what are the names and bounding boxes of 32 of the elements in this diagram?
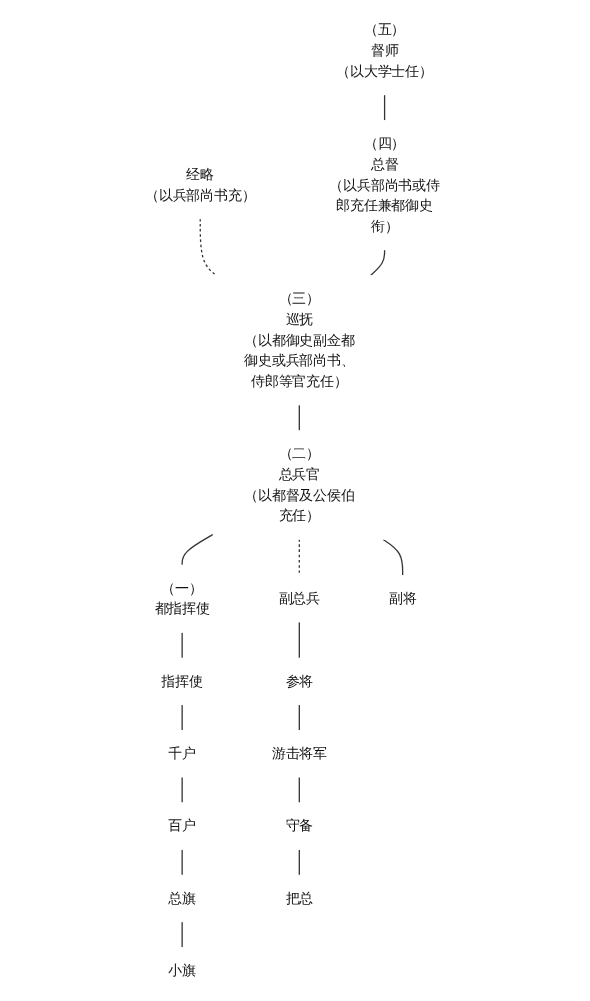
connector (298, 848, 300, 876)
connector (181, 776, 183, 804)
node-text: 参将 (285, 672, 314, 690)
node-text: 副总兵 (278, 590, 320, 607)
node-text: 指挥使 (161, 672, 203, 690)
node-text: 百户 (168, 817, 196, 834)
node-text: 千户 (168, 745, 196, 762)
connector (181, 921, 183, 949)
node-text: （一） 都指挥使 (154, 579, 210, 617)
connector (181, 704, 183, 732)
connector (298, 404, 300, 432)
node-text: （四） 总督 （以兵部尚书或侍郎充任兼都御史衔） (329, 135, 440, 235)
node-text: 守备 (285, 817, 314, 834)
node-text: （五） 督师 （以大学士任） (336, 21, 433, 80)
connector (382, 538, 404, 577)
connector (181, 533, 214, 566)
node-text: 把总 (285, 889, 314, 907)
node-text: 游击将军 (271, 745, 327, 762)
node-text: （三） 巡抚 （以都御史副佥都御史或兵部尚书、侍郎等官充任） (244, 290, 355, 390)
connector (181, 631, 183, 659)
connector (383, 94, 386, 122)
connector (181, 848, 183, 876)
node-text: 总旗 (168, 889, 196, 907)
connector (298, 776, 300, 804)
connector (199, 218, 218, 277)
node-text: 副将 (388, 590, 417, 607)
node-text: 经略 （以兵部尚书充） (145, 166, 256, 204)
node-text: 小旗 (168, 962, 196, 979)
connector (298, 621, 300, 659)
node-text: （二） 总兵官 （以都督及公侯伯充任） (244, 445, 355, 524)
connector (369, 249, 386, 277)
connector (298, 704, 300, 732)
